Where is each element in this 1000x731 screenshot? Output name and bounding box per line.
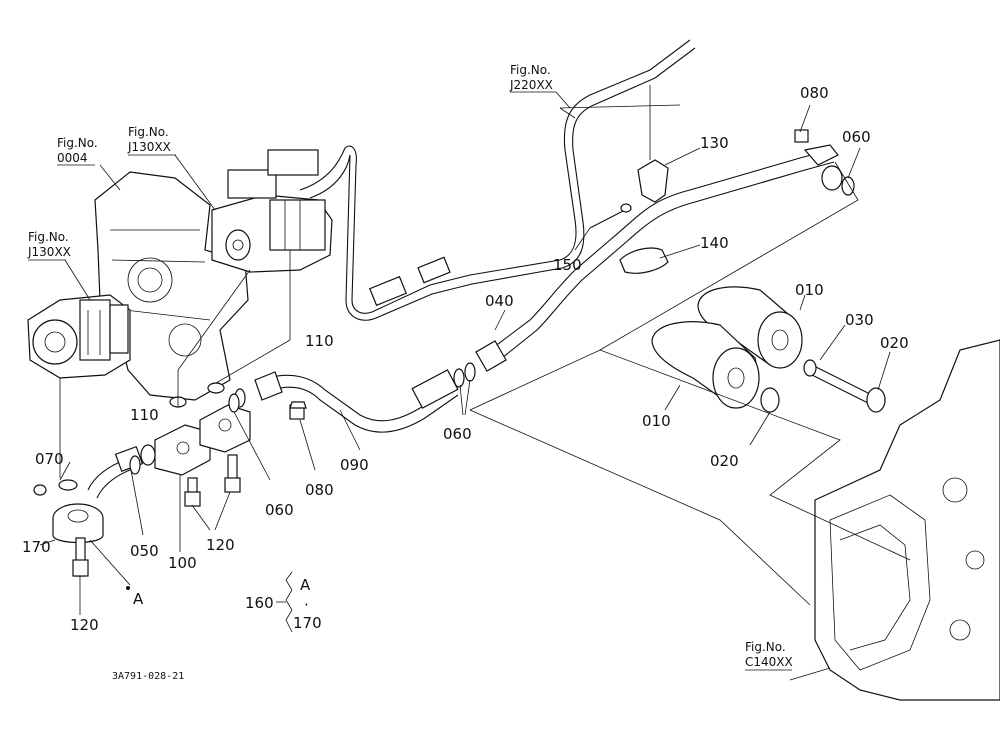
- fig-ref-j130-left-number: J130XX: [27, 245, 71, 259]
- assembly-guide-lines: [469, 161, 911, 606]
- junction-block-upper: [169, 382, 251, 453]
- callout-010-upper: 010: [795, 281, 824, 299]
- callout-100: 100: [168, 554, 197, 572]
- callout-110-right: 110: [305, 332, 334, 350]
- callout-040: 040: [485, 292, 514, 310]
- fig-ref-c140: Fig.No. C140XX: [745, 640, 793, 671]
- transmission-case: [814, 339, 1000, 701]
- callout-120-left: 120: [70, 616, 99, 634]
- callout-020-lower: 020: [710, 452, 739, 470]
- pipe-040: [475, 149, 835, 372]
- leader-lines: [39, 104, 891, 681]
- hydraulic-pump-left: [27, 294, 131, 379]
- filter-nipple-020-lower: [760, 387, 780, 413]
- point-a-dot: [126, 586, 130, 590]
- point-a-label: A: [133, 590, 144, 608]
- callout-150: 150: [553, 256, 582, 274]
- flange-adapter-070: [52, 479, 104, 544]
- fig-ref-0004-number: 0004: [57, 151, 88, 165]
- callout-120-mid: 120: [206, 536, 235, 554]
- fig-ref-0004: Fig.No. 0004: [57, 136, 98, 166]
- bolts-120: [72, 454, 241, 577]
- callout-130: 130: [700, 134, 729, 152]
- fig-ref-j130-left-label: Fig.No.: [28, 230, 69, 244]
- fig-ref-c140-number: C140XX: [745, 655, 793, 669]
- fig-ref-j130-left: Fig.No. J130XX: [27, 230, 71, 261]
- fig-ref-j220-number: J220XX: [509, 78, 553, 92]
- bolt-150: [589, 203, 632, 229]
- hydraulic-pump-upper: [211, 149, 333, 273]
- plug-170: [33, 484, 47, 496]
- fig-ref-0004-label: Fig.No.: [57, 136, 98, 150]
- callout-140: 140: [700, 234, 729, 252]
- callout-020-right: 020: [880, 334, 909, 352]
- plug-080-mid: [289, 401, 307, 420]
- set-160-bracket: 160 A · 170: [245, 576, 322, 632]
- callout-060-left: 060: [265, 501, 294, 519]
- pipe-090: [254, 369, 459, 433]
- callout-110-left: 110: [130, 406, 159, 424]
- set-a-label: A: [300, 576, 311, 594]
- callout-050: 050: [130, 542, 159, 560]
- callout-090: 090: [340, 456, 369, 474]
- callout-010-lower: 010: [642, 412, 671, 430]
- callout-080-top: 080: [800, 84, 829, 102]
- fig-ref-c140-label: Fig.No.: [745, 640, 786, 654]
- pipe-upper-loop: [299, 39, 696, 321]
- drawing-code: 3A791-028-21: [112, 671, 184, 682]
- fig-ref-j130-top-label: Fig.No.: [128, 125, 169, 139]
- callout-060-top: 060: [842, 128, 871, 146]
- fig-ref-j220-label: Fig.No.: [510, 63, 551, 77]
- fitting-top-right: [794, 129, 843, 191]
- callout-080-mid: 080: [305, 481, 334, 499]
- callout-030: 030: [845, 311, 874, 329]
- junction-block-100: [129, 424, 211, 476]
- callout-170-left: 170: [22, 538, 51, 556]
- callout-070: 070: [35, 450, 64, 468]
- set-dot: ·: [304, 596, 309, 614]
- fig-ref-j130-top-number: J130XX: [127, 140, 171, 154]
- clamp-140: [619, 247, 669, 274]
- fig-ref-j130-top: Fig.No. J130XX: [127, 125, 176, 156]
- callout-170-set: 170: [293, 614, 322, 632]
- oil-filter-010-lower: [651, 321, 760, 409]
- callout-060-mid: 060: [443, 425, 472, 443]
- filter-nipple-030: [803, 359, 886, 413]
- fig-ref-j220: Fig.No. J220XX: [509, 63, 571, 109]
- o-rings-060: [228, 176, 855, 413]
- callout-160: 160: [245, 594, 274, 612]
- bracket-130: [637, 85, 669, 203]
